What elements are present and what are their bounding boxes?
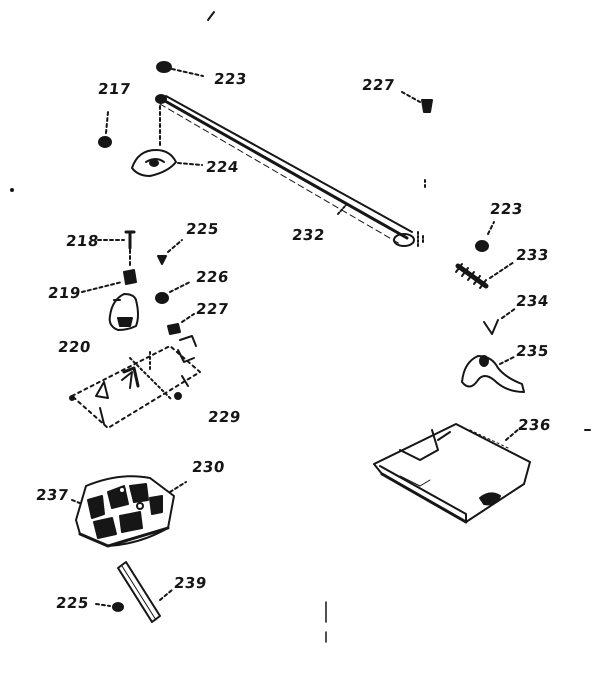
label-230: 230 [191, 458, 226, 476]
label-235: 235 [515, 342, 550, 360]
label-239: 239 [173, 574, 208, 592]
label-226: 226 [195, 268, 230, 286]
part-237-230-motor [71, 475, 187, 548]
label-236: 236 [517, 416, 552, 434]
part-233-spring [455, 261, 515, 289]
part-220-bracket [108, 293, 139, 331]
label-233: 233 [515, 246, 550, 264]
label-218: 218 [65, 232, 100, 250]
label-219: 219 [47, 284, 82, 302]
label-229: 229 [207, 408, 242, 426]
part-239-bar [117, 561, 173, 623]
part-225-screw-lower [95, 602, 124, 612]
part-227-nut-top [401, 91, 433, 113]
part-229-frame [69, 335, 201, 429]
label-223-top: 223 [213, 70, 248, 88]
part-223-cap-top [156, 61, 204, 77]
stray-dot [10, 188, 14, 192]
label-225-upper: 225 [185, 220, 220, 238]
part-234-washer [483, 307, 517, 335]
label-224: 224 [205, 158, 240, 176]
label-234: 234 [515, 292, 550, 310]
part-227-small-part [167, 313, 195, 335]
label-237: 237 [35, 486, 70, 504]
part-223-cap-right [475, 221, 495, 252]
part-232-rod [155, 94, 426, 249]
label-232: 232 [291, 226, 326, 244]
part-235-bracket [461, 355, 525, 393]
part-236-base-plate [373, 423, 531, 524]
label-225-lower: 225 [55, 594, 90, 612]
label-220: 220 [57, 338, 92, 356]
label-223-right: 223 [489, 200, 524, 218]
part-219-nut [81, 269, 137, 293]
label-227-middle: 227 [195, 300, 230, 318]
label-217: 217 [97, 80, 132, 98]
part-226-nut [155, 281, 191, 304]
stray-mark [207, 11, 215, 21]
part-218-screw [97, 230, 136, 269]
part-224-clip [131, 149, 203, 177]
part-225-screw-upper [157, 239, 183, 265]
label-227-top: 227 [361, 76, 396, 94]
part-217-screw [98, 111, 112, 148]
